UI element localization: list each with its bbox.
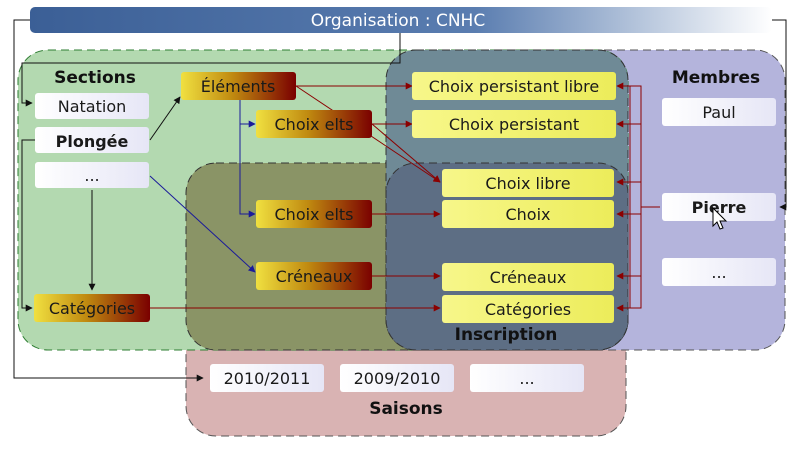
section-plongee-box[interactable] [35,127,149,153]
saison-2010: 2010/2011 [224,369,311,388]
section-plongee: Plongée [56,132,129,151]
creneaux-box[interactable] [442,263,614,291]
outer-connectors [13,19,787,382]
member-more-box[interactable] [662,258,776,286]
saison-2009: 2009/2010 [354,369,441,388]
section-natation: Natation [58,97,127,116]
saison-2009-box[interactable] [340,364,454,392]
member-more: ... [711,263,726,282]
choix-persistant-box[interactable] [412,110,616,138]
member-paul-box[interactable] [662,98,776,126]
inscription-label: Inscription [455,325,558,345]
saison-2010-box[interactable] [210,364,324,392]
elements-box[interactable] [181,72,296,100]
title-text: Organisation : CNHC [311,11,485,31]
member-pierre: Pierre [692,198,747,217]
categories-source-box[interactable] [34,294,150,322]
choix-elts-box-2[interactable] [256,200,372,228]
choix-persistant-libre-box[interactable] [412,72,616,100]
choix-persistant-libre-label: Choix persistant libre [429,77,600,96]
blue-connectors [149,100,256,273]
categories-box[interactable] [442,295,614,323]
red-connectors [150,82,660,312]
creneaux-source-box[interactable] [256,262,372,290]
categories-label: Catégories [485,300,571,319]
mouse-cursor-icon [712,206,728,230]
choix-elts-box-1[interactable] [256,110,372,138]
title-bar [30,7,772,33]
saisons-label: Saisons [369,399,443,419]
saison-more-box[interactable] [470,364,584,392]
choix-libre-label: Choix libre [485,174,570,193]
elements-label: Éléments [201,77,276,96]
saison-more: ... [519,369,534,388]
creneaux-label: Créneaux [490,268,567,287]
member-paul: Paul [702,103,735,122]
choix-box[interactable] [442,200,614,228]
categories-source-label: Catégories [49,299,135,318]
section-more-box[interactable] [35,162,149,188]
choix-label: Choix [505,205,550,224]
creneaux-source-label: Créneaux [276,267,353,286]
membres-label: Membres [672,68,760,88]
choix-persistant-label: Choix persistant [449,115,579,134]
choix-elts-label-1: Choix elts [275,115,354,134]
section-natation-box[interactable] [35,93,149,119]
choix-libre-box[interactable] [442,169,614,197]
section-more: ... [84,166,99,185]
member-pierre-box[interactable] [662,193,776,221]
choix-elts-label-2: Choix elts [275,205,354,224]
sections-label: Sections [54,68,136,88]
